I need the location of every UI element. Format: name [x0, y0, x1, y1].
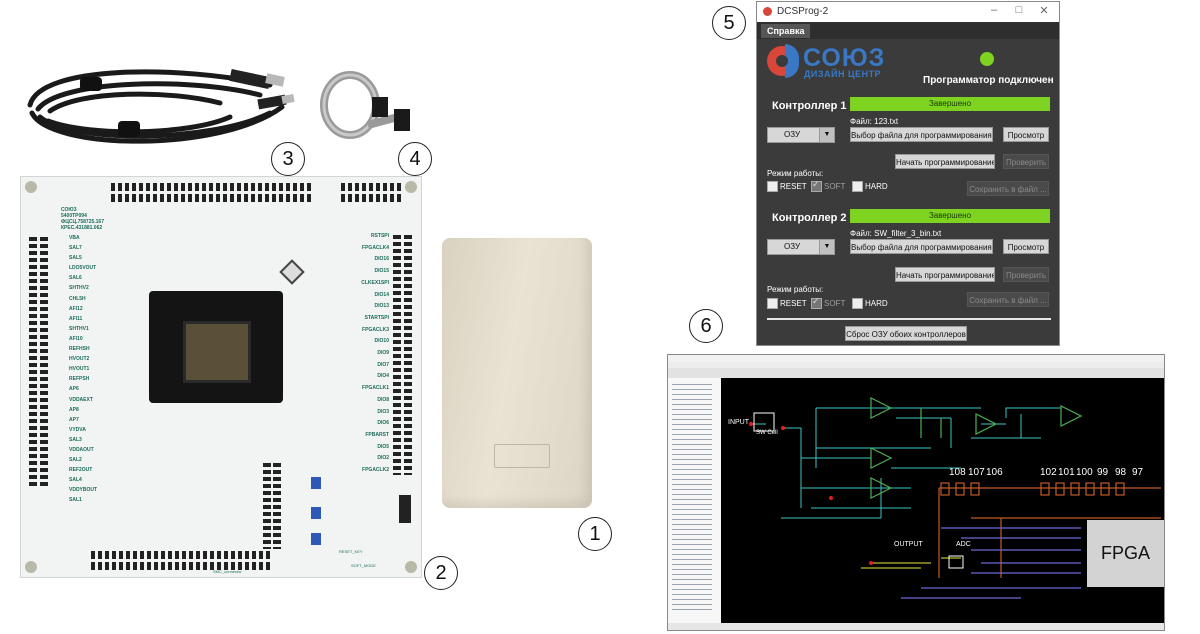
app-logo-icon: [763, 7, 772, 16]
schematic-output-label: OUTPUT: [894, 541, 923, 548]
board-image: СОЮЗ 5400ТР094 ФЦСЦ.758725.167 КРЕС.4318…: [20, 176, 422, 578]
callout-3: 3: [271, 142, 305, 176]
controller-1-select-file-button[interactable]: Выбор файла для программирования ...: [850, 127, 993, 142]
chevron-down-icon: ▼: [819, 128, 834, 142]
connection-led-icon: [980, 52, 994, 66]
controller-2-title: Контроллер 2: [772, 212, 847, 224]
controller-2-start-button[interactable]: Начать программирование: [895, 267, 995, 282]
pin-label: 98: [1115, 467, 1127, 478]
pin-label: 99: [1097, 467, 1109, 478]
controller-2-save-button[interactable]: Сохранить в файл ...: [967, 292, 1049, 307]
pin-label: 102: [1040, 467, 1057, 478]
controller-1-save-button[interactable]: Сохранить в файл ...: [967, 181, 1049, 196]
pin-label: 100: [1076, 467, 1093, 478]
controller-2-view-button[interactable]: Просмотр: [1003, 239, 1049, 254]
chevron-down-icon: ▼: [819, 240, 834, 254]
menu-bar: Справка: [757, 22, 1059, 39]
company-logo-icon: [767, 44, 799, 78]
controller-2-reset-checkbox[interactable]: [767, 298, 778, 309]
company-subtitle: ДИЗАЙН ЦЕНТР: [804, 69, 882, 79]
close-button[interactable]: ✕: [1039, 5, 1049, 17]
callout-6: 6: [689, 309, 723, 343]
pin-label: 108: [949, 467, 966, 478]
controller-2-soft-label: SOFT: [824, 299, 846, 308]
chip-socket: [149, 291, 283, 403]
controller-1-memory-select[interactable]: ОЗУ ▼: [767, 127, 835, 143]
callout-4: 4: [398, 142, 432, 176]
controller-1-mode-label: Режим работы:: [767, 169, 824, 178]
separator: [767, 318, 1051, 320]
controller-2-hard-checkbox[interactable]: [852, 298, 863, 309]
crystal: [279, 259, 305, 285]
reset-both-ram-button[interactable]: Сброс ОЗУ обоих контроллеров: [845, 326, 967, 341]
controller-1-reset-checkbox[interactable]: [767, 181, 778, 192]
controller-2-file: Файл: SW_filter_3_bin.txt: [850, 229, 942, 238]
controller-1-hard-checkbox[interactable]: [852, 181, 863, 192]
callout-1: 1: [578, 517, 612, 551]
schematic-canvas: [749, 397, 1161, 599]
connection-status: Программатор подключен: [923, 75, 1054, 86]
enclosure-window: [494, 444, 550, 468]
controller-2-memory-select[interactable]: ОЗУ ▼: [767, 239, 835, 255]
pin-label: 97: [1132, 467, 1144, 478]
title-bar: DCSProg-2 – □ ✕: [757, 2, 1059, 22]
schematic-title-bar: [668, 355, 1164, 362]
controller-1-verify-button[interactable]: Проверить: [1003, 154, 1049, 169]
controller-2-soft-checkbox[interactable]: [811, 296, 822, 309]
controller-1-start-button[interactable]: Начать программирование: [895, 154, 995, 169]
controller-1-soft-label: SOFT: [824, 182, 846, 191]
schematic-status-bar: [668, 623, 1164, 630]
usb-cable-image: [27, 68, 295, 144]
ribbon-cable-image: [320, 71, 410, 139]
maximize-button[interactable]: □: [1015, 4, 1023, 16]
controller-1-hard-label: HARD: [865, 182, 888, 191]
controller-1-title: Контроллер 1: [772, 100, 847, 112]
schematic-window: INPUT SW Cell OUTPUT ADC 108 107 106 102…: [668, 355, 1164, 630]
controller-2-mode-label: Режим работы:: [767, 285, 824, 294]
menu-help[interactable]: Справка: [761, 24, 811, 38]
callout-5: 5: [712, 6, 746, 40]
pin-label: 106: [986, 467, 1003, 478]
controller-1-file: Файл: 123.txt: [850, 117, 899, 126]
company-name: СОЮЗ: [803, 44, 886, 72]
minimize-button[interactable]: –: [990, 4, 998, 16]
schematic-toolbar: [668, 368, 1164, 378]
schematic-input-label: INPUT: [728, 419, 749, 426]
controller-1-reset-label: RESET: [780, 182, 807, 191]
schematic-adc-label: ADC: [956, 541, 971, 548]
smc-label: SMC_connector: [213, 569, 242, 574]
controller-2-progress: Завершено: [850, 209, 1050, 223]
controller-1-view-button[interactable]: Просмотр: [1003, 127, 1049, 142]
schematic-menu-bar: [668, 362, 1164, 368]
schematic-swcell-label: SW Cell: [756, 430, 778, 436]
controller-2-hard-label: HARD: [865, 299, 888, 308]
controller-2-select-file-button[interactable]: Выбор файла для программирования ...: [850, 239, 993, 254]
callout-2: 2: [424, 556, 458, 590]
schematic-tree-panel: [668, 378, 721, 623]
soft-mode-label: SOFT_MODE: [351, 563, 376, 568]
fpga-block: FPGA: [1087, 520, 1164, 587]
pin-label: 107: [968, 467, 985, 478]
window-title: DCSProg-2: [777, 6, 829, 17]
enclosure-image: [442, 238, 592, 508]
controller-1-soft-checkbox[interactable]: [811, 179, 822, 192]
controller-2-verify-button[interactable]: Проверить: [1003, 267, 1049, 282]
controller-1-progress: Завершено: [850, 97, 1050, 111]
dcsprog-window: DCSProg-2 – □ ✕ Справка СОЮЗ ДИЗАЙН ЦЕНТ…: [757, 2, 1059, 345]
reset-key-label: RESET_KEY: [339, 549, 363, 554]
chip-label: СОЮЗ 5400ТР094 ФЦСЦ.758725.167 КРЕС.4318…: [61, 207, 104, 231]
pin-label: 101: [1058, 467, 1075, 478]
controller-2-reset-label: RESET: [780, 299, 807, 308]
